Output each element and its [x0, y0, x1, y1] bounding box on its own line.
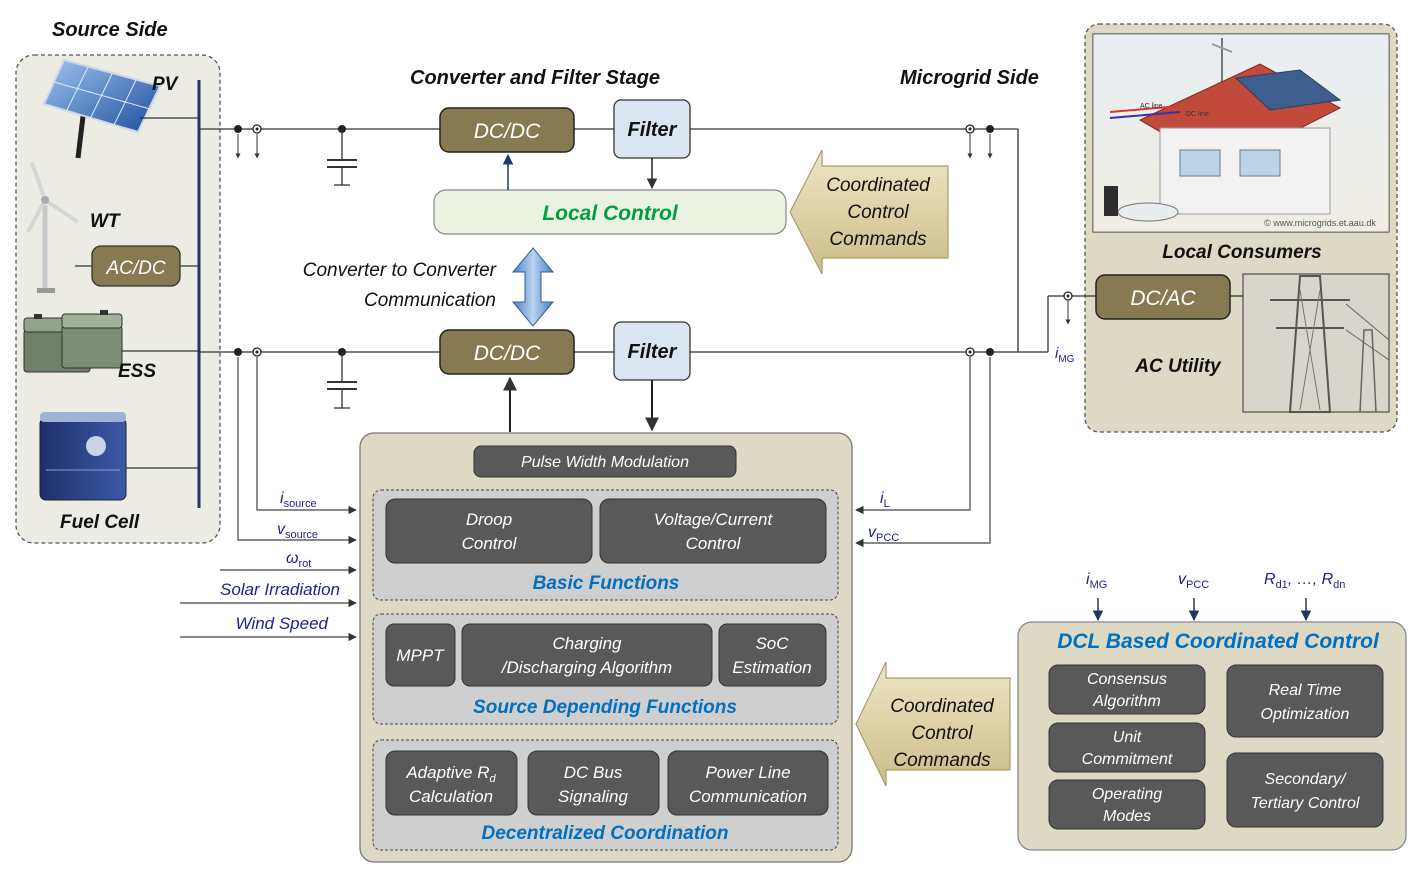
v-pcc-label: vPCC [868, 524, 899, 544]
top-dcdc-label: DC/DC [474, 120, 541, 143]
local-consumers-label: Local Consumers [1162, 242, 1321, 263]
fuel-cell-image [39, 412, 127, 501]
unit-line1: Unit [1113, 729, 1142, 746]
adaptive-line2: Calculation [409, 787, 493, 806]
pv-label: PV [152, 74, 179, 95]
dcbus-line1: DC Bus [564, 763, 623, 782]
decentralized-coordination-title: Decentralized Coordination [481, 823, 728, 844]
i-source-label: isource [280, 490, 317, 510]
mppt-label: MPPT [396, 646, 445, 665]
i-mg-signal-label: iMG [1055, 345, 1075, 365]
soc-line1: SoC [755, 634, 789, 653]
unit-commitment-box [1048, 722, 1206, 773]
secondary-tertiary-control-box [1226, 752, 1384, 828]
dcl-title: DCL Based Coordinated Control [1057, 630, 1380, 653]
wind-speed-label: Wind Speed [236, 614, 329, 633]
dcl-input-rd: Rd1, …, Rdn [1264, 571, 1345, 591]
wt-label: WT [90, 211, 121, 232]
real-time-optimization-box [1226, 664, 1384, 738]
pv-panel-image [42, 58, 162, 159]
commands-bottom-line2: Control [911, 723, 973, 744]
charging-line2: /Discharging Algorithm [501, 658, 672, 677]
voltage-current-control-box [599, 498, 827, 564]
bottom-dcdc-label: DC/DC [474, 342, 541, 365]
commands-top-line2: Control [847, 202, 909, 223]
wt-acdc-label: AC/DC [105, 258, 165, 279]
dcbus-line2: Signaling [558, 787, 628, 806]
soc-estimation-box [718, 623, 827, 687]
bottom-filter-label: Filter [628, 341, 678, 363]
omega-rot-label: ωrot [286, 550, 311, 570]
house-dc-line-label: DC line [1186, 111, 1209, 118]
commands-top-line3: Commands [829, 229, 927, 250]
consensus-line1: Consensus [1087, 671, 1167, 688]
rto-line1: Real Time [1269, 682, 1342, 699]
secondary-line2: Tertiary Control [1251, 795, 1360, 812]
vc-line1: Voltage/Current [654, 510, 774, 529]
modes-line1: Operating [1092, 786, 1162, 803]
commands-bottom-line3: Commands [893, 750, 991, 771]
consensus-line2: Algorithm [1092, 693, 1161, 710]
source-side-heading: Source Side [52, 19, 168, 41]
microgrid-side-heading: Microgrid Side [900, 67, 1039, 89]
communication-line1: Converter to Converter [303, 260, 497, 281]
house-ac-line-label: AC line [1140, 103, 1163, 110]
top-filter-label: Filter [628, 119, 678, 141]
droop-line1: Droop [466, 510, 512, 529]
adaptive-line1: Adaptive Rd [405, 763, 496, 785]
fuel-cell-label: Fuel Cell [60, 512, 140, 533]
house-image: AC line DC line © www.microgrids.et.aau.… [1092, 33, 1390, 233]
consensus-algorithm-box [1048, 664, 1206, 715]
dcl-input-i-mg: iMG [1086, 571, 1107, 591]
commands-top-line1: Coordinated [826, 175, 931, 196]
charging-algorithm-box [461, 623, 713, 687]
adaptive-rd-box [385, 750, 518, 816]
mppt-box [385, 623, 456, 687]
pwm-label: Pulse Width Modulation [521, 454, 689, 471]
dcac-converter [1095, 274, 1231, 320]
source-depending-title: Source Depending Functions [473, 697, 737, 718]
soc-line2: Estimation [732, 658, 811, 677]
pwm-box [473, 445, 737, 478]
dcac-label: DC/AC [1130, 287, 1196, 310]
coordinated-commands-arrow-top [789, 149, 949, 275]
ac-utility-label: AC Utility [1134, 356, 1222, 377]
basic-functions-title: Basic Functions [533, 573, 680, 594]
operating-modes-box [1048, 779, 1206, 830]
secondary-line1: Secondary/ [1265, 771, 1347, 788]
ess-label: ESS [118, 361, 156, 382]
house-caption: © www.microgrids.et.aau.dk [1264, 218, 1376, 228]
top-dcdc-converter [439, 107, 575, 153]
wind-turbine-image [26, 162, 80, 293]
v-source-label: vsource [277, 521, 318, 541]
droop-line2: Control [462, 534, 518, 553]
modes-line2: Modes [1103, 808, 1151, 825]
battery-image [23, 310, 123, 373]
communication-line2: Communication [364, 290, 496, 311]
local-control-box [433, 189, 787, 235]
i-l-label: iL [880, 490, 890, 510]
plc-line1: Power Line [705, 763, 790, 782]
plc-line2: Communication [689, 787, 807, 806]
charging-line1: Charging [553, 634, 623, 653]
dc-bus-signaling-box [527, 750, 660, 816]
solar-irradiation-label: Solar Irradiation [220, 580, 340, 599]
bottom-dcdc-converter [439, 329, 575, 375]
communication-double-arrow [511, 247, 555, 327]
converter-stage-heading: Converter and Filter Stage [410, 67, 660, 89]
coordinated-commands-arrow-bottom [855, 661, 1011, 787]
power-line-communication-box [667, 750, 829, 816]
vc-line2: Control [686, 534, 742, 553]
droop-control-box [385, 498, 593, 564]
dcl-input-v-pcc: vPCC [1178, 571, 1209, 591]
rto-line2: Optimization [1261, 706, 1350, 723]
unit-line2: Commitment [1082, 751, 1173, 768]
power-pylon-image [1242, 273, 1390, 413]
local-control-label: Local Control [542, 202, 678, 225]
commands-bottom-line1: Coordinated [890, 696, 995, 717]
